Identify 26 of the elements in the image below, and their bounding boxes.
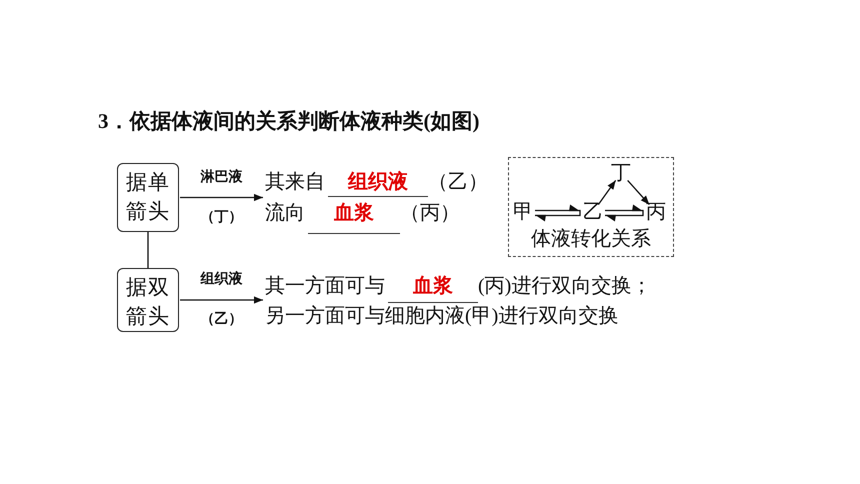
statement-text: 其来自 — [265, 171, 325, 193]
reversible-arrow — [534, 204, 581, 222]
statement-text: 另一方面可与细胞内液(甲)进行双向交换 — [265, 305, 618, 327]
statement-text: （丙） — [400, 202, 460, 224]
fluid-label: 乙 — [582, 199, 604, 225]
fluid-label: 甲 — [512, 199, 534, 225]
panel-title: 体液转化关系 — [530, 227, 652, 252]
statement-text: 流向 — [265, 202, 305, 224]
fill-in-answer: 血浆 — [308, 199, 400, 234]
arrow — [180, 194, 263, 202]
fill-in-answer: 血浆 — [388, 272, 478, 303]
inset-panel — [508, 157, 674, 257]
connector-line — [147, 232, 149, 268]
reversible-arrow — [604, 204, 644, 222]
fluid-label: 丁 — [610, 160, 632, 186]
edge-label: 组织液（乙） — [199, 270, 244, 329]
arrow — [598, 180, 616, 205]
statement-text: (丙)进行双向交换； — [478, 275, 652, 297]
fill-in-answer: 组织液 — [328, 168, 428, 197]
statement-text: 其一方面可与 — [265, 275, 385, 297]
arrow — [180, 296, 263, 304]
title: 3．依据体液间的关系判断体液种类(如图) — [98, 108, 480, 135]
arrow — [627, 180, 650, 206]
fluid-label: 丙 — [645, 199, 667, 225]
edge-label: 淋巴液（丁） — [200, 168, 244, 226]
statement-text: （乙） — [428, 171, 488, 193]
